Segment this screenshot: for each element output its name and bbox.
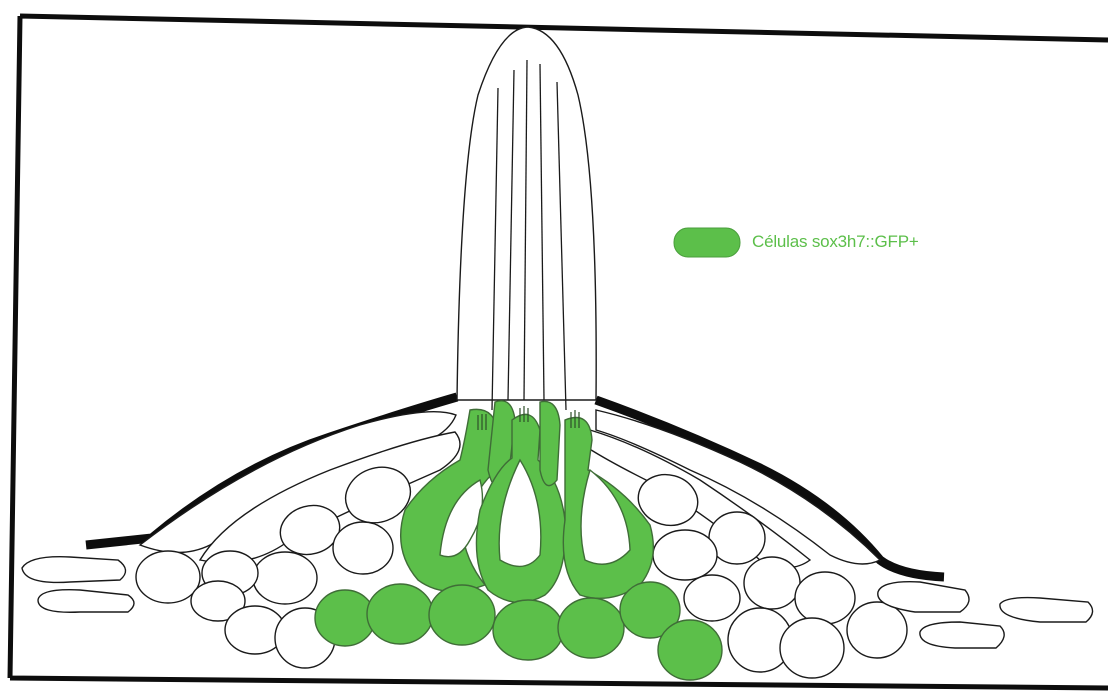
legend-label: Células sox3h7::GFP+ (752, 232, 919, 252)
legend-swatch (674, 228, 740, 257)
